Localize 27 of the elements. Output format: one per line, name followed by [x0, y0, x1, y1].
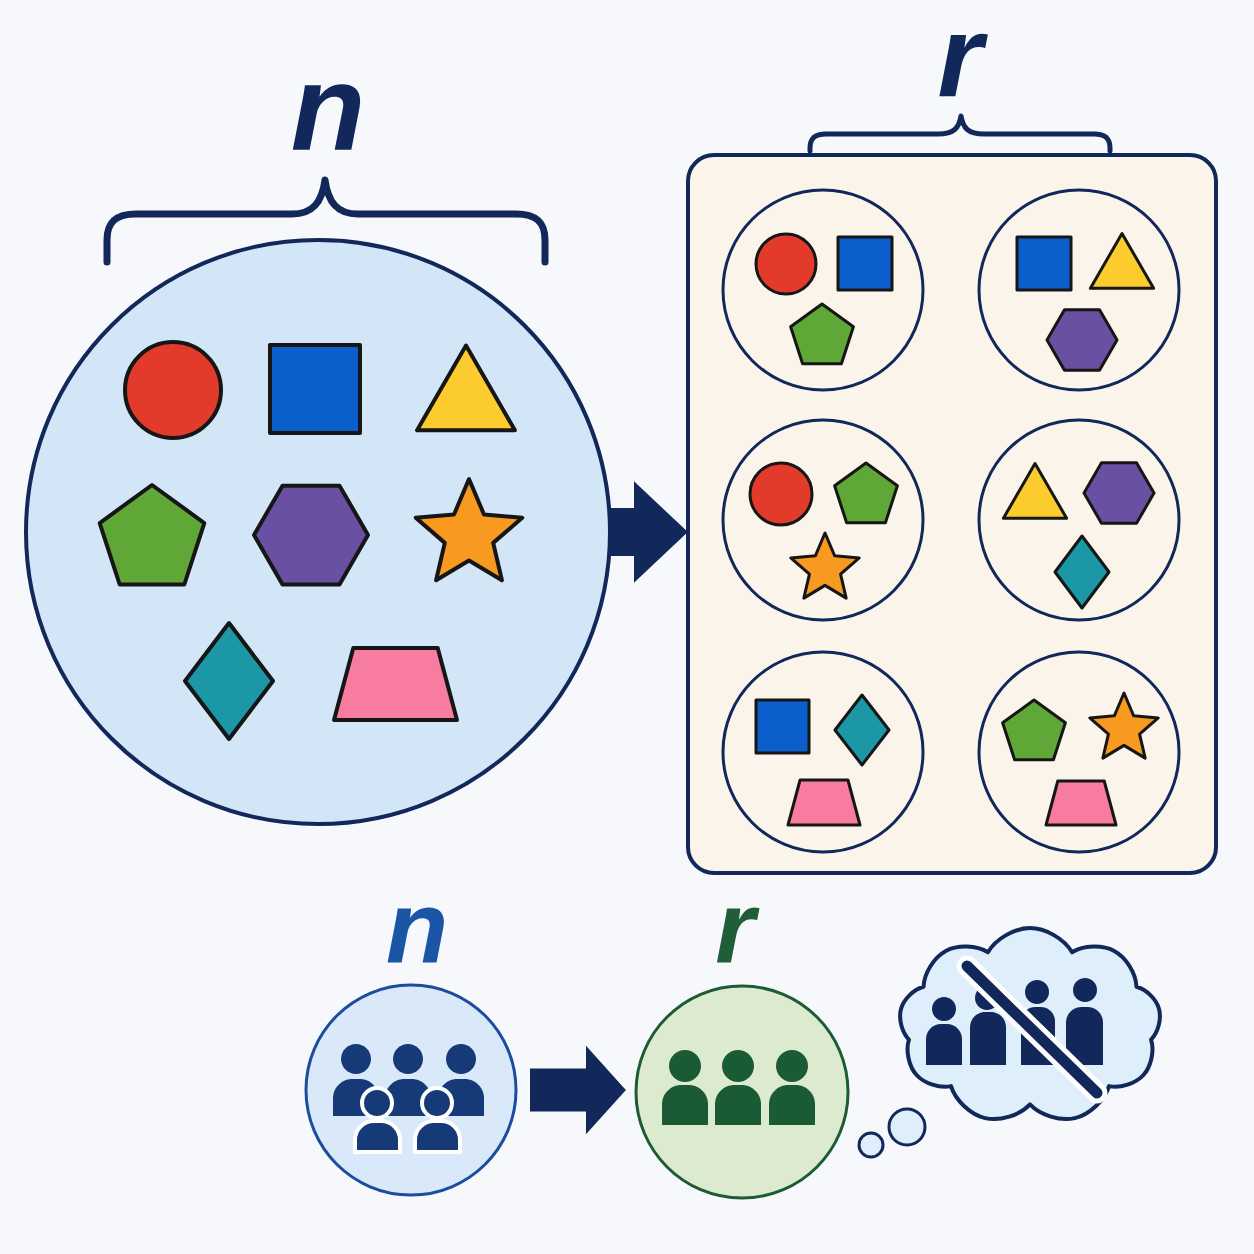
- hexagon-shape: [1045, 308, 1119, 372]
- pentagon-shape: [97, 483, 207, 587]
- variable-label: n: [292, 84, 361, 150]
- variable-label: r: [716, 907, 760, 963]
- circle-shape: [748, 461, 814, 527]
- star-shape: [413, 477, 525, 583]
- pentagon-shape: [833, 461, 899, 525]
- pentagon-shape: [789, 302, 855, 366]
- pentagon-shape: [1001, 698, 1067, 762]
- triangle-shape: [415, 343, 517, 433]
- triangle-shape: [1001, 462, 1069, 520]
- diamond-shape: [183, 621, 275, 741]
- diamond-shape: [1053, 534, 1111, 610]
- variable-label: n: [387, 907, 444, 963]
- star-shape: [1088, 691, 1160, 760]
- square-shape: [268, 343, 362, 435]
- diamond-shape: [833, 693, 891, 767]
- circle-shape: [123, 340, 223, 440]
- variable-label: r: [939, 33, 988, 97]
- square-shape: [1015, 235, 1073, 292]
- circle-shape: [754, 232, 818, 296]
- square-shape: [754, 698, 811, 755]
- square-shape: [836, 235, 894, 292]
- hexagon-shape: [252, 483, 370, 587]
- hexagon-shape: [1082, 461, 1156, 525]
- star-shape: [789, 531, 861, 600]
- triangle-shape: [1088, 232, 1156, 290]
